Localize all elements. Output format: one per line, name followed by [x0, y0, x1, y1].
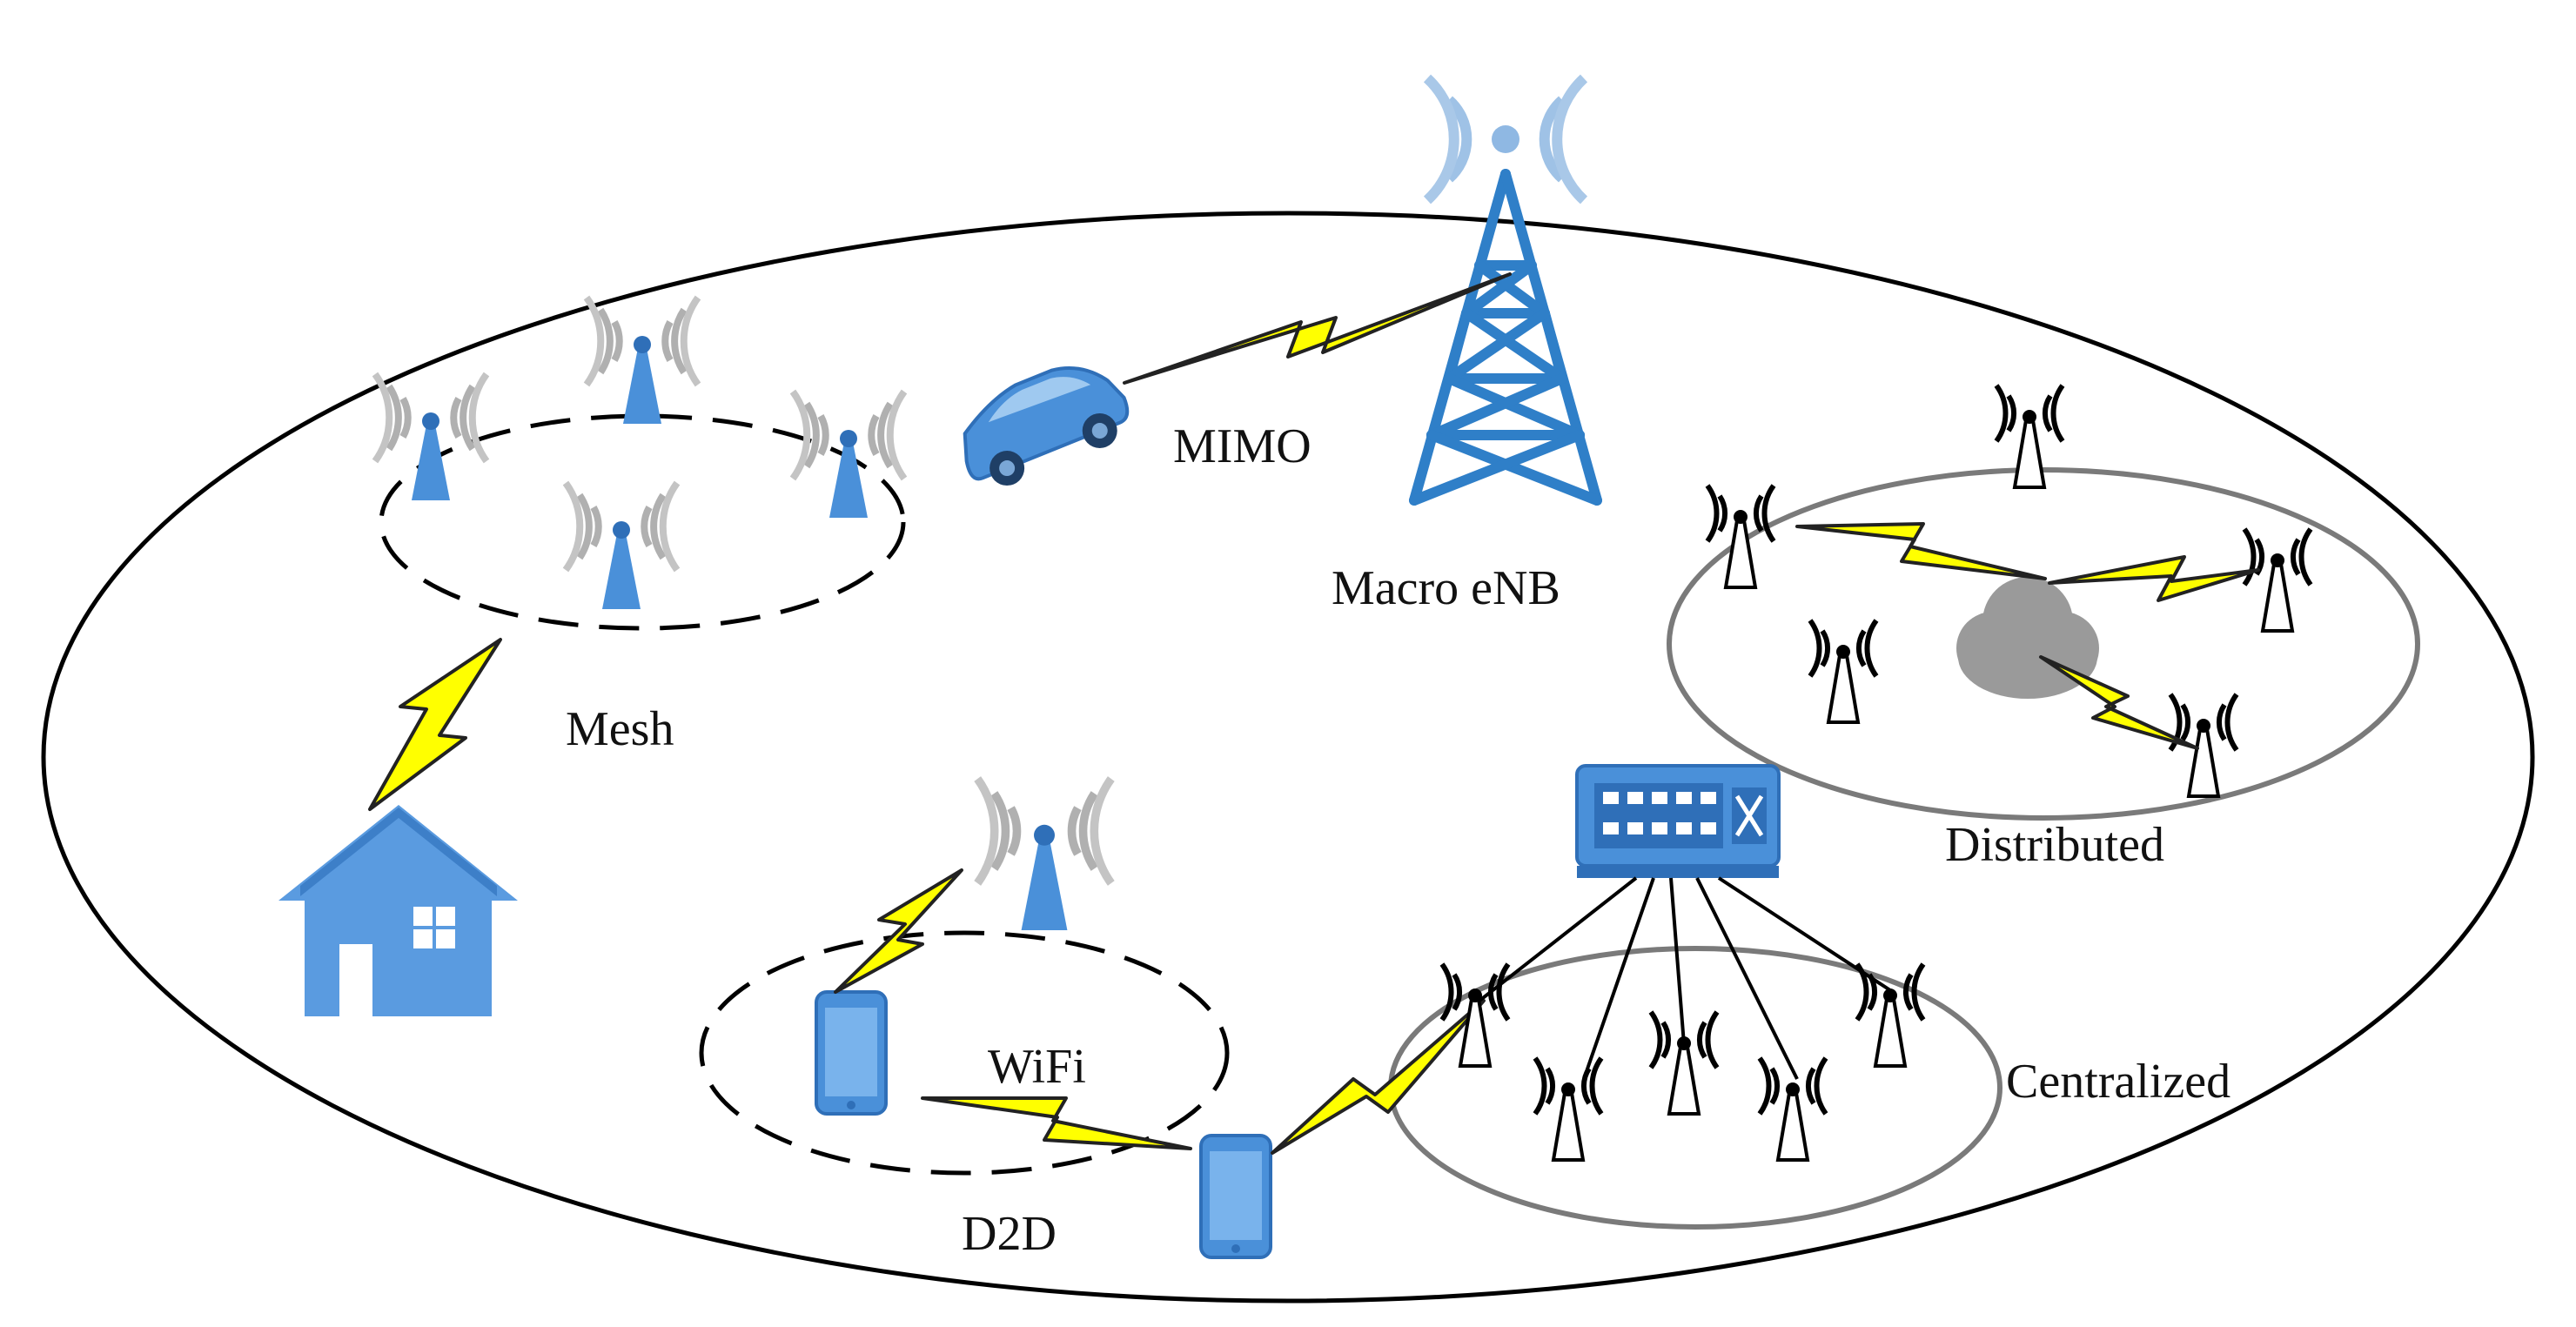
wifi-cluster [699, 930, 1230, 1176]
mesh-label: Mesh [566, 702, 674, 756]
house-icon [278, 805, 518, 1016]
distributed-antenna-icon [1810, 620, 1876, 722]
centralized-label: Centralized [2006, 1055, 2231, 1109]
wifi-label: WiFi [988, 1040, 1086, 1094]
centralized-antenna-icon [1535, 1058, 1601, 1160]
centralized-antenna-icon [1442, 964, 1508, 1066]
wireless-link-bolt [921, 1096, 1192, 1150]
wireless-link-bolt [1795, 522, 2047, 580]
car-icon [963, 366, 1130, 486]
wifi-antenna-icon [977, 779, 1111, 930]
mesh-antenna-icon [375, 374, 486, 500]
distributed-antenna-icon [2244, 529, 2311, 631]
mimo-label: MIMO [1173, 419, 1311, 473]
coverage-ellipse [41, 211, 2535, 1304]
wireless-link-bolt [368, 638, 502, 811]
macro-tower-icon [1409, 74, 1602, 506]
mesh-cluster [379, 413, 906, 631]
wireless-link-bolt [1271, 999, 1486, 1155]
mesh-antenna-icon [793, 392, 904, 518]
distributed-label: Distributed [1945, 818, 2164, 872]
distributed-antenna-icon [2170, 694, 2237, 796]
macro-enb-label: Macro eNB [1332, 561, 1560, 615]
distributed-cluster [1667, 467, 2420, 821]
wireless-link-bolt [2039, 655, 2199, 750]
d2d-label: D2D [962, 1207, 1057, 1261]
mesh-antenna-icon [587, 298, 698, 424]
smartphone-icon [815, 990, 888, 1116]
distributed-antenna-icon [1707, 486, 1774, 587]
mesh-antenna-icon [566, 483, 677, 609]
wireless-link-bolt [834, 868, 963, 994]
wireless-link-bolt [1123, 272, 1512, 385]
cloud-icon [1956, 577, 2099, 699]
network-switch-icon [1575, 764, 1781, 878]
smartphone-icon [1199, 1134, 1272, 1259]
wireless-link-bolt [2048, 555, 2260, 602]
